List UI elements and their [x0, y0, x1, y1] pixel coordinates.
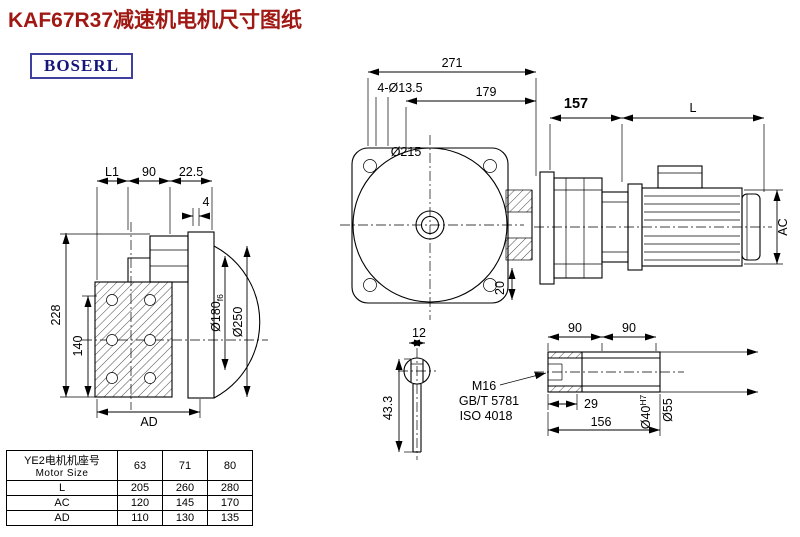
- table-row-L: L 205 260 280: [6, 480, 253, 496]
- fan-cover: [741, 193, 761, 261]
- thread-callout: M16: [472, 379, 496, 393]
- table-row-AC: AC 120 145 170: [6, 495, 253, 511]
- output-flange-plate: [187, 231, 215, 399]
- dim-AD: AD: [140, 415, 157, 429]
- front-view: 20: [340, 135, 533, 320]
- dim-hub-od: Ø55: [661, 398, 675, 422]
- dim-22-5: 22.5: [179, 165, 203, 179]
- dim-90a: 90: [568, 321, 582, 335]
- dim-90: 90: [142, 165, 156, 179]
- table-header-cn: YE2电机机座号: [24, 455, 100, 467]
- dim-spigot-diameter: Ø180f6: [209, 294, 225, 332]
- shaft-detail-view: 90 90 M16 GB/T 5781 ISO 4018 29 156 Ø40H…: [459, 321, 758, 436]
- dim-29: 29: [584, 397, 598, 411]
- dim-AC: AC: [776, 218, 790, 235]
- value-cell: 205: [117, 480, 163, 496]
- page-title: KAF67R37减速机电机尺寸图纸: [8, 9, 303, 32]
- front-view-dimensions: 271 179 4-Ø13.5 Ø215: [367, 56, 537, 176]
- dim-flange-od: Ø250: [231, 307, 245, 338]
- dim-bolt-holes: 4-Ø13.5: [377, 81, 422, 95]
- dim-228: 228: [49, 305, 63, 326]
- dim-140: 140: [71, 336, 85, 357]
- output-side-view: L1 90 22.5 4 228 140 AD Ø180f: [49, 165, 268, 429]
- value-cell: 130: [162, 510, 208, 526]
- standard-gb: GB/T 5781: [459, 394, 519, 408]
- value-cell: 280: [207, 480, 253, 496]
- dim-156: 156: [591, 415, 612, 429]
- table-header-row: YE2电机机座号 Motor Size 63 71 80: [6, 450, 253, 481]
- bolt-hole: [483, 278, 497, 292]
- dim-179: 179: [476, 85, 497, 99]
- table-row-AD: AD 110 130 135: [6, 510, 253, 526]
- value-cell: 170: [207, 495, 253, 511]
- table-header-en: Motor Size: [35, 468, 89, 479]
- dim-20: 20: [493, 281, 507, 295]
- shaft-end-view: 12 43.3: [381, 326, 436, 460]
- bolt-hole: [363, 159, 377, 173]
- motor-size-table: YE2电机机座号 Motor Size 63 71 80 L 205 260 2…: [6, 450, 253, 526]
- bolt-hole: [363, 278, 377, 292]
- dim-271: 271: [442, 56, 463, 70]
- terminal-box: [657, 165, 703, 189]
- dim-43-3: 43.3: [381, 396, 395, 420]
- dim-12: 12: [412, 326, 426, 340]
- row-label: AD: [6, 510, 118, 526]
- dim-4: 4: [203, 195, 210, 209]
- row-label: AC: [6, 495, 118, 511]
- table-header-cell: YE2电机机座号 Motor Size: [6, 450, 118, 481]
- motor-side-view: 157 L AC: [534, 96, 790, 285]
- dim-bore-diameter: Ø40H7: [638, 394, 653, 429]
- value-cell: 120: [117, 495, 163, 511]
- flange-arc: [213, 245, 261, 399]
- brand-logo: BOSERL: [30, 53, 133, 79]
- dim-90b: 90: [622, 321, 636, 335]
- dim-L: L: [690, 101, 697, 115]
- value-cell: 135: [207, 510, 253, 526]
- size-80-cell: 80: [207, 450, 253, 481]
- dim-L1: L1: [105, 165, 119, 179]
- flange-circle: [352, 147, 508, 303]
- dim-157: 157: [564, 96, 588, 112]
- row-label: L: [6, 480, 118, 496]
- standard-iso: ISO 4018: [460, 409, 513, 423]
- value-cell: 110: [117, 510, 163, 526]
- dim-flange-diameter: Ø215: [391, 145, 422, 159]
- bolt-hole: [483, 159, 497, 173]
- size-71-cell: 71: [162, 450, 208, 481]
- size-63-cell: 63: [117, 450, 163, 481]
- value-cell: 145: [162, 495, 208, 511]
- value-cell: 260: [162, 480, 208, 496]
